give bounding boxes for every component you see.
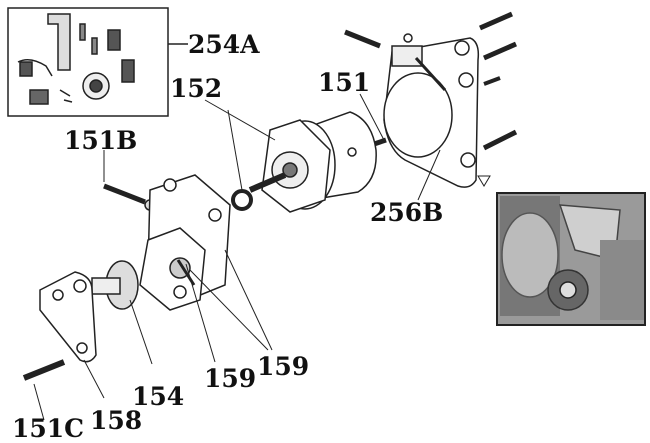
label-151b: 151B [64,126,138,155]
starter-motor [248,111,377,213]
label-152: 152 [170,74,223,103]
o-ring [231,189,253,211]
label-254a: 254A [188,30,260,59]
kit-parts [17,13,135,105]
label-151: 151 [318,68,371,97]
gear-housing [139,174,231,311]
drive-gear [91,260,153,365]
bolt-151b [103,183,146,205]
label-151c: 151C [12,414,85,443]
bolt-151c [22,359,66,381]
bracket-bolts [344,11,518,151]
label-256b: 256B [370,198,444,227]
label-159-a: 159 [204,364,257,393]
arm-158 [39,271,105,399]
label-159-b: 159 [257,352,310,381]
label-154: 154 [132,382,185,411]
installed-photo [496,192,646,326]
label-158: 158 [90,406,143,435]
